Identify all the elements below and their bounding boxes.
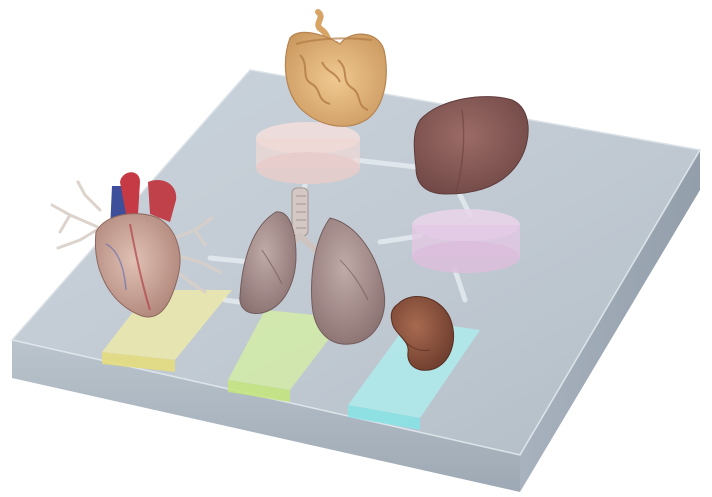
well-intestine — [256, 122, 360, 184]
intestine-icon — [285, 12, 386, 126]
well-liver — [412, 209, 520, 273]
